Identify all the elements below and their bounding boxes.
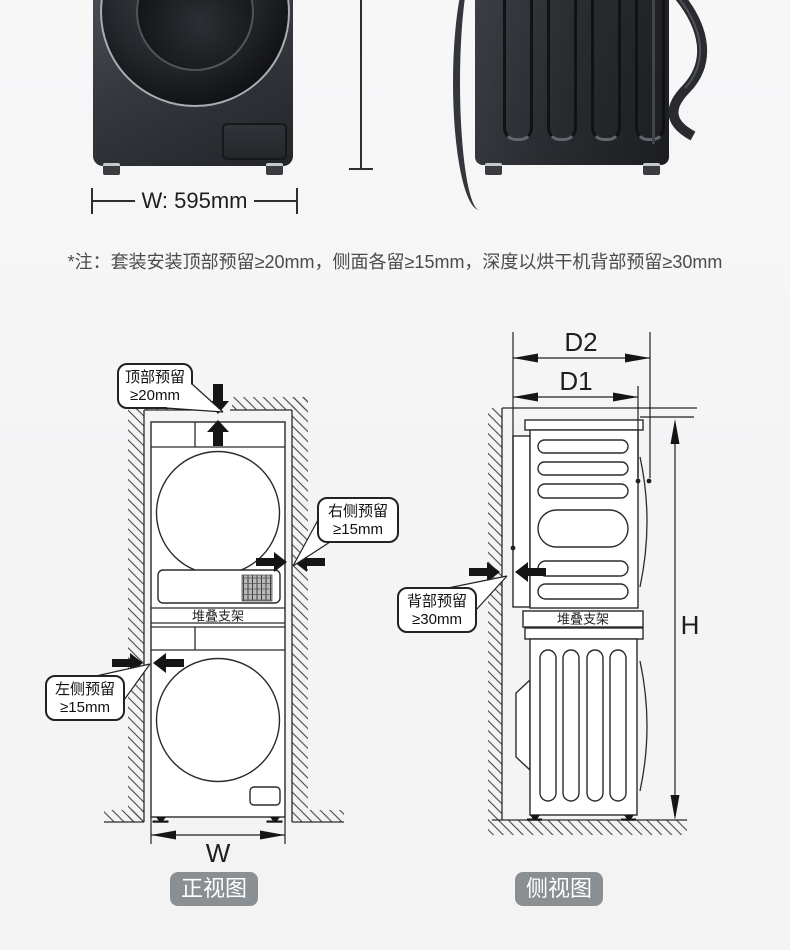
top-callout-text1: 顶部预留 xyxy=(125,369,185,386)
side-bracket-label: 堆叠支架 xyxy=(557,612,609,627)
side-clearance-arrows xyxy=(469,562,546,582)
washer-door-circle xyxy=(155,657,281,783)
back-gap-arrow-out xyxy=(469,562,500,582)
back-callout-text2: ≥30mm xyxy=(412,611,462,628)
front-width-label: W xyxy=(206,838,231,868)
height-dimension: H xyxy=(640,416,700,820)
dryer-top-cap xyxy=(524,419,644,431)
washer-side-photo xyxy=(453,0,715,210)
side-view-title-text: 侧视图 xyxy=(526,876,592,901)
right-callout-text2: ≥15mm xyxy=(333,521,383,538)
front-view-title-text: 正视图 xyxy=(181,876,247,901)
dryer-vent-grid xyxy=(241,574,273,602)
depth-inner-label: D1 xyxy=(559,366,592,396)
washer-back-bulge xyxy=(515,678,531,772)
washer-front-foot-right xyxy=(266,163,283,175)
front-machine-feet xyxy=(152,817,283,823)
installation-diagrams: 堆叠支架 W xyxy=(45,327,700,906)
washer-side-door-edge xyxy=(453,0,506,210)
width-dim-line-left xyxy=(93,199,135,203)
washer-side-foot-left xyxy=(485,163,502,175)
top-gap-up-arrow xyxy=(207,420,229,446)
dryer-door-edge-arc xyxy=(639,456,648,588)
washer-side-foot-right xyxy=(643,163,660,175)
back-gap-arrow-in xyxy=(515,562,546,582)
width-dim-tick-right xyxy=(296,188,299,214)
dryer-side-vents xyxy=(537,439,629,600)
right-callout-text1: 右侧预留 xyxy=(328,503,388,520)
width-dimension-label: W: 595mm xyxy=(141,188,248,213)
washer-detail-panel xyxy=(249,786,281,806)
left-clearance-callout: 左侧预留 ≥15mm xyxy=(45,663,151,721)
height-label: H xyxy=(681,610,700,640)
side-machine-feet xyxy=(527,815,636,821)
side-view-title: 侧视图 xyxy=(515,872,603,906)
side-view-machines: 堆叠支架 xyxy=(512,419,648,821)
top-callout-text2: ≥20mm xyxy=(130,387,180,404)
right-gap-arrow-in xyxy=(256,552,287,572)
depth-inner-dimension: D1 xyxy=(513,366,641,484)
side-panel-frame xyxy=(652,0,655,144)
width-dim-tick-left xyxy=(91,188,93,214)
dryer-door-circle xyxy=(155,450,281,576)
side-view-walls xyxy=(488,407,697,835)
depth-outer-dimension: D2 xyxy=(510,327,652,551)
washer-front-photo xyxy=(93,0,293,175)
photo-height-dimension-line xyxy=(349,0,373,170)
washer-front-drum xyxy=(136,0,254,71)
front-view-walls xyxy=(104,397,344,823)
photo-height-dimension-tick xyxy=(349,168,373,170)
top-clearance-callout: 顶部预留 ≥20mm xyxy=(117,363,224,413)
front-view-title: 正视图 xyxy=(170,872,258,906)
side-panel-rib xyxy=(635,0,665,141)
left-callout-text1: 左侧预留 xyxy=(55,681,115,698)
back-callout-text1: 背部预留 xyxy=(407,593,467,610)
front-width-dimension: W xyxy=(150,817,286,868)
side-bracket-band xyxy=(522,610,644,628)
installation-note: *注：套装安装顶部预留≥20mm，侧面各留≥15mm，深度以烘干机背部预留≥30… xyxy=(67,252,723,272)
side-panel-rib xyxy=(547,0,577,141)
front-view-diagram: 堆叠支架 W xyxy=(45,363,399,906)
left-callout-text2: ≥15mm xyxy=(60,699,110,716)
washer-door-edge-arc xyxy=(639,660,648,792)
washer-front-foot-left xyxy=(103,163,120,175)
width-dim-line-right xyxy=(254,199,297,203)
depth-outer-label: D2 xyxy=(564,327,597,357)
washer-top-cap xyxy=(524,627,644,640)
drain-hose xyxy=(668,0,708,141)
back-clearance-callout: 背部预留 ≥30mm xyxy=(397,575,508,633)
front-view-machines: 堆叠支架 xyxy=(150,421,286,823)
side-panel-rib xyxy=(503,0,533,141)
washer-front-drawer xyxy=(222,123,287,160)
washer-side-vents xyxy=(539,649,627,802)
front-bracket-label: 堆叠支架 xyxy=(192,609,244,624)
left-gap-arrow-in xyxy=(153,653,184,673)
washer-side-body xyxy=(475,0,669,165)
width-dimension: W: 595mm xyxy=(91,187,299,215)
right-clearance-callout: 右侧预留 ≥15mm xyxy=(292,497,399,567)
side-view-diagram: 堆叠支架 xyxy=(397,327,700,906)
side-panel-rib xyxy=(591,0,621,141)
